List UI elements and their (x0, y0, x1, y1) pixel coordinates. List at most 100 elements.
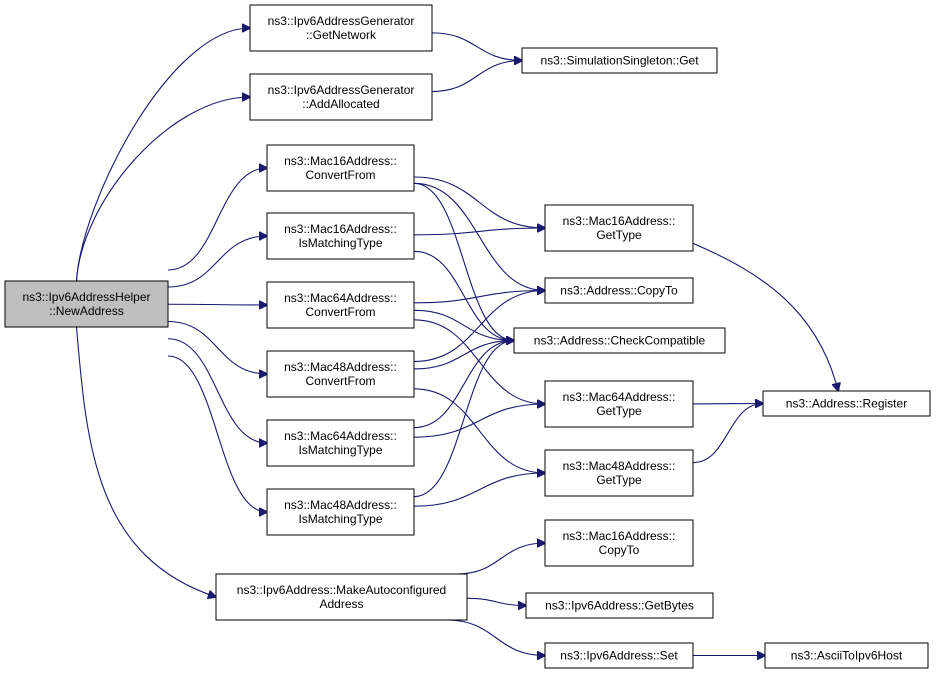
node-addr-copyto[interactable]: ns3::Address::CopyTo (544, 277, 694, 304)
node-box (544, 642, 694, 669)
edge-mac16-ismatch-to-addr-checkcompat (413, 250, 514, 340)
edge-arrow (167, 338, 267, 443)
edge-mac16-convert-to-addr-copyto (413, 182, 545, 290)
edge-arrow (413, 319, 545, 404)
node-label: ns3::Mac64Address:: (563, 390, 676, 404)
node-mac16-convert[interactable]: ns3::Mac16Address::ConvertFrom (266, 144, 415, 192)
edge-mac16-ismatch-to-mac16-gettype (413, 228, 545, 236)
edge-arrow (75, 28, 251, 282)
node-label: ::GetNetwork (306, 28, 377, 42)
node-box (544, 204, 694, 252)
node-box (266, 281, 415, 329)
node-box (249, 4, 433, 52)
node-label: CopyTo (599, 543, 640, 557)
node-box (4, 280, 169, 328)
edge-root-to-mac16-ismatch (167, 236, 267, 288)
node-mac48-gettype[interactable]: ns3::Mac48Address::GetType (544, 449, 694, 497)
node-label: ns3::Mac16Address:: (284, 222, 397, 236)
node-label: IsMatchingType (298, 443, 382, 457)
node-label: ns3::Mac16Address:: (563, 529, 676, 543)
node-box (521, 47, 718, 74)
edge-arrow (167, 320, 267, 375)
node-addr-register[interactable]: ns3::Address::Register (762, 390, 931, 417)
node-label: IsMatchingType (298, 236, 382, 250)
node-label: Address (319, 597, 363, 611)
edge-arrow (75, 326, 217, 597)
edge-arrow (167, 355, 267, 512)
node-label: ns3::Mac64Address:: (284, 291, 397, 305)
edge-arrow (167, 304, 267, 305)
node-label: GetType (596, 404, 642, 418)
node-mac48-convert[interactable]: ns3::Mac48Address::ConvertFrom (266, 350, 415, 398)
node-ascii-to-ipv6[interactable]: ns3::AsciiToIpv6Host (764, 642, 929, 669)
edge-arrow (692, 242, 838, 391)
node-box (762, 390, 931, 417)
node-label: ns3::Ipv6AddressGenerator (268, 83, 415, 97)
node-box (544, 380, 694, 428)
edge-arrow (413, 182, 545, 290)
node-label: ns3::Ipv6Address::GetBytes (545, 599, 694, 613)
edge-mac48-ismatch-to-mac48-gettype (413, 473, 545, 507)
edge-mac48-ismatch-to-addr-checkcompat (413, 341, 514, 498)
edge-root-to-gen-getnetwork (75, 28, 251, 282)
node-box (266, 350, 415, 398)
node-ipv6-set[interactable]: ns3::Ipv6Address::Set (544, 642, 694, 669)
node-label: ns3::Address::CheckCompatible (534, 334, 706, 348)
node-label: ns3::Mac16Address:: (284, 154, 397, 168)
node-singleton-get[interactable]: ns3::SimulationSingleton::Get (521, 47, 718, 74)
node-mac64-ismatch[interactable]: ns3::Mac64Address::IsMatchingType (266, 419, 415, 467)
edge-mac64-ismatch-to-mac64-gettype (413, 404, 545, 438)
node-box (525, 592, 714, 619)
node-mac48-ismatch[interactable]: ns3::Mac48Address::IsMatchingType (266, 488, 415, 536)
edge-root-to-ipv6-autoconf (75, 326, 217, 597)
edge-arrow (413, 341, 514, 429)
node-mac64-convert[interactable]: ns3::Mac64Address::ConvertFrom (266, 281, 415, 329)
node-gen-addalloc[interactable]: ns3::Ipv6AddressGenerator::AddAllocated (249, 73, 433, 121)
node-box (215, 573, 468, 621)
node-mac16-gettype[interactable]: ns3::Mac16Address::GetType (544, 204, 694, 252)
node-mac16-ismatch[interactable]: ns3::Mac16Address::IsMatchingType (266, 212, 415, 260)
node-mac16-copyto[interactable]: ns3::Mac16Address::CopyTo (544, 519, 694, 567)
node-box (266, 212, 415, 260)
node-label: GetType (596, 228, 642, 242)
edge-arrow (413, 291, 545, 304)
node-mac64-gettype[interactable]: ns3::Mac64Address::GetType (544, 380, 694, 428)
node-label: ns3::Mac48Address:: (284, 360, 397, 374)
node-label: ns3::Address::Register (786, 397, 907, 411)
edge-mac48-convert-to-addr-checkcompat (413, 341, 514, 370)
node-ipv6-getbytes[interactable]: ns3::Ipv6Address::GetBytes (525, 592, 714, 619)
edge-arrow (75, 97, 251, 282)
node-label: ns3::Ipv6Address::MakeAutoconfigured (237, 583, 446, 597)
node-label: ns3::Mac16Address:: (563, 214, 676, 228)
edge-arrow (413, 291, 545, 363)
edge-root-to-mac48-ismatch (167, 355, 267, 512)
edge-arrow (413, 341, 514, 498)
edge-arrow (456, 543, 545, 575)
node-label: ::NewAddress (49, 304, 124, 318)
edge-arrow (167, 236, 267, 288)
node-box (544, 277, 694, 304)
edge-mac48-convert-to-mac48-gettype (413, 388, 545, 473)
edge-arrow (413, 309, 514, 340)
node-ipv6-autoconf[interactable]: ns3::Ipv6Address::MakeAutoconfiguredAddr… (215, 573, 468, 621)
edge-ipv6-autoconf-to-ipv6-set (446, 619, 545, 656)
node-gen-getnetwork[interactable]: ns3::Ipv6AddressGenerator::GetNetwork (249, 4, 433, 52)
edge-arrow (413, 250, 514, 340)
edge-gen-getnetwork-to-singleton-get (431, 32, 522, 61)
node-addr-checkcompat[interactable]: ns3::Address::CheckCompatible (513, 327, 726, 354)
edge-arrow (431, 61, 522, 93)
node-label: ns3::Ipv6AddressHelper (22, 290, 150, 304)
node-box (513, 327, 726, 354)
node-label: ns3::Mac48Address:: (563, 459, 676, 473)
node-label: ns3::Ipv6Address::Set (560, 649, 678, 663)
edge-root-to-mac16-convert (167, 168, 267, 271)
edge-mac64-convert-to-mac64-gettype (413, 319, 545, 404)
edge-root-to-mac64-convert (167, 304, 267, 305)
edge-arrow (413, 341, 514, 370)
node-box (249, 73, 433, 121)
node-root[interactable]: ns3::Ipv6AddressHelper::NewAddress (4, 280, 169, 328)
edge-arrow (413, 404, 545, 438)
edge-arrow (413, 388, 545, 473)
